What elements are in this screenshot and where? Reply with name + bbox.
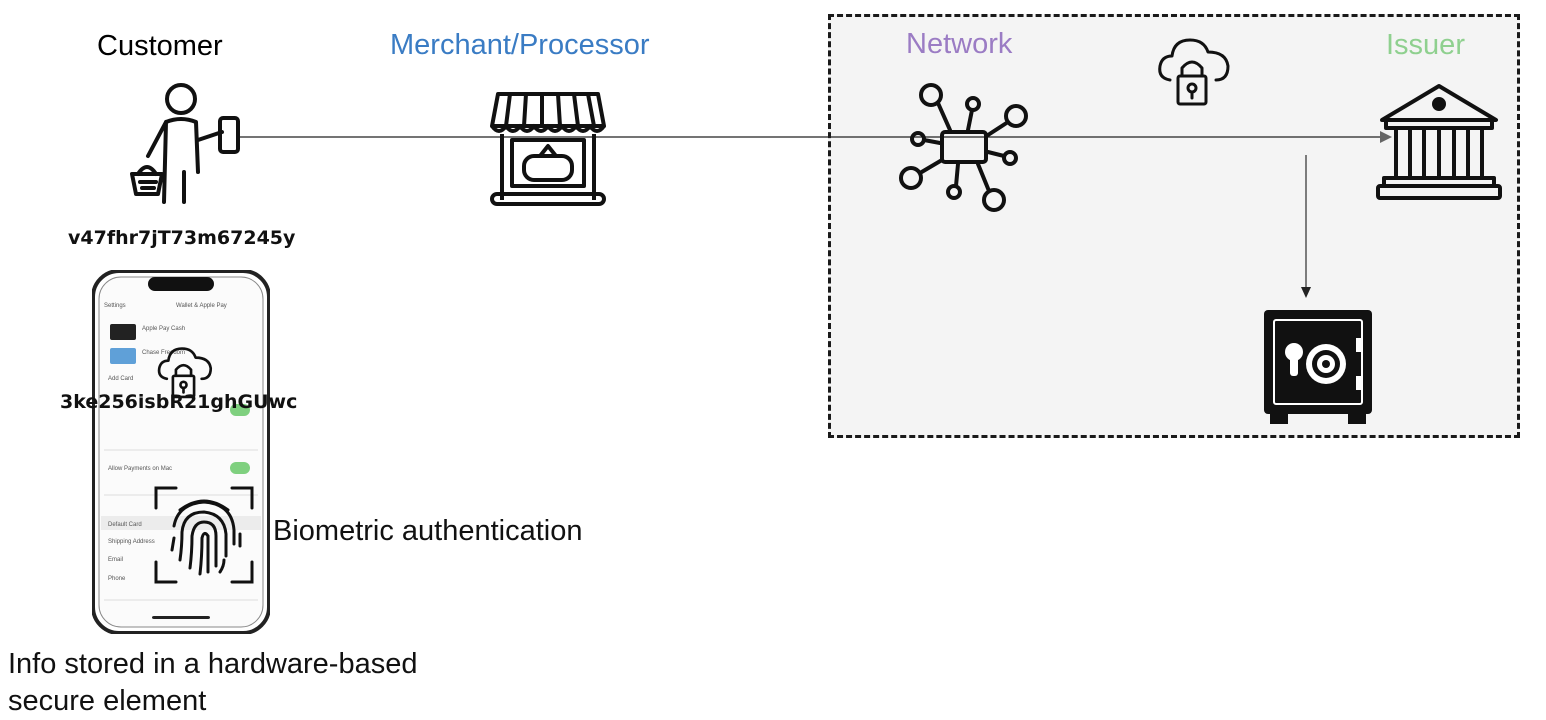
issuer-trusted-zone	[828, 14, 1520, 438]
secure-element-line-1: Info stored in a hardware-based	[8, 648, 418, 680]
phone-add-card: Add Card	[108, 376, 133, 382]
phone-row-1: Allow Payments on Mac	[108, 466, 172, 472]
phone-row-2: Default Card	[108, 522, 142, 528]
customer-label: Customer	[97, 30, 223, 62]
store-icon	[490, 92, 606, 206]
cloud-lock-icon	[1158, 38, 1230, 106]
encrypted-token: 3ke256isbR21ghGUwc	[60, 391, 298, 413]
bank-icon	[1376, 84, 1502, 200]
phone-back-label: Settings	[104, 303, 126, 309]
fingerprint-icon	[154, 486, 254, 584]
phone-row-5: Phone	[108, 576, 126, 582]
customer-icon	[130, 83, 240, 204]
phone-card-2: Chase Freedom	[142, 350, 185, 356]
phone-icon: Settings Wallet & Apple Pay Apple Pay Ca…	[92, 270, 270, 634]
phone-row-4: Email	[108, 557, 123, 563]
biometric-label: Biometric authentication	[273, 515, 583, 547]
merchant-label: Merchant/Processor	[390, 29, 650, 61]
secure-element-line-2: secure element	[8, 685, 207, 717]
network-icon	[899, 83, 1028, 212]
phone-row-3: Shipping Address	[108, 539, 155, 545]
device-token: v47fhr7jT73m67245y	[68, 227, 296, 249]
phone-card-1: Apple Pay Cash	[142, 326, 185, 332]
cloud-lock-icon	[157, 347, 213, 399]
network-label: Network	[906, 28, 1013, 60]
secure-element-caption: Info stored in a hardware-based secure e…	[8, 646, 417, 720]
safe-icon	[1264, 310, 1372, 424]
issuer-label: Issuer	[1386, 29, 1465, 61]
flow-arrowhead	[1380, 131, 1392, 143]
vault-arrowhead	[1301, 287, 1311, 298]
phone-title: Wallet & Apple Pay	[176, 303, 227, 309]
